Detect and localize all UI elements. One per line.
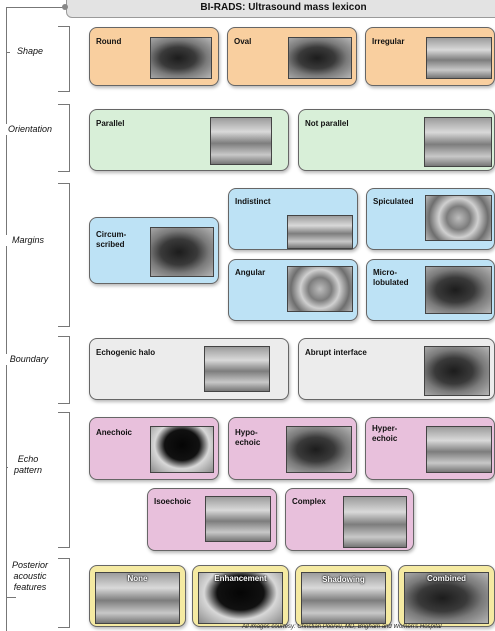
image-credit: All images courtesy: Christian Poorvu, M… (242, 624, 442, 630)
title-dot (62, 4, 68, 10)
orientation-not-parallel-image (424, 117, 492, 167)
posterior-combined-label: Combined (426, 574, 467, 583)
echo-complex-label: Complex (292, 497, 326, 506)
echo-hypoechoic-image (286, 426, 352, 473)
boundary-abrupt-interface-card: Abrupt interface (298, 338, 495, 400)
posterior-combined-card: Combined (398, 565, 495, 627)
margins-spiculated-label: Spiculated (373, 197, 414, 206)
echo-bracket (58, 412, 70, 548)
echo-hyperechoic-label-1: Hyper- (372, 424, 398, 433)
boundary-echogenic-halo-image (204, 346, 270, 392)
boundary-echogenic-halo-card: Echogenic halo (89, 338, 289, 400)
posterior-shadowing-label: Shadowing (322, 575, 365, 584)
boundary-abrupt-interface-label: Abrupt interface (305, 348, 367, 357)
margins-microlobulated-card: Micro- lobulated (366, 259, 495, 321)
section-label-margins: Margins (6, 235, 50, 246)
orientation-parallel-label: Parallel (96, 119, 125, 128)
margins-microlobulated-label-1: Micro- (373, 268, 397, 277)
orientation-not-parallel-card: Not parallel (298, 109, 495, 171)
shape-irregular-label: Irregular (372, 37, 405, 46)
section-label-boundary: Boundary (6, 354, 52, 365)
echo-anechoic-label: Anechoic (96, 428, 133, 437)
shape-round-label: Round (96, 37, 122, 46)
posterior-none-card: None (89, 565, 186, 627)
shape-round-image (150, 37, 212, 79)
shape-oval-card: Oval (227, 27, 357, 86)
echo-anechoic-image (150, 426, 214, 473)
boundary-abrupt-interface-image (424, 346, 490, 396)
echo-hyperechoic-label-2: echoic (372, 434, 398, 443)
posterior-bracket (58, 558, 70, 628)
margins-indistinct-label: Indistinct (235, 197, 271, 206)
section-label-echo: Echo (10, 454, 46, 465)
margins-circumscribed-image (150, 227, 214, 277)
orientation-bracket (58, 104, 70, 172)
shape-irregular-image (426, 37, 492, 79)
orientation-parallel-card: Parallel (89, 109, 289, 171)
echo-anechoic-card: Anechoic (89, 417, 219, 480)
echo-hyperechoic-card: Hyper- echoic (365, 417, 495, 480)
section-label-posterior: Posterior (8, 560, 52, 571)
margins-indistinct-image (287, 215, 353, 249)
diagram-title: BI-RADS: Ultrasound mass lexicon (66, 0, 495, 18)
boundary-bracket (58, 336, 70, 404)
boundary-echogenic-halo-label: Echogenic halo (96, 348, 156, 357)
title-connector (6, 7, 66, 8)
footer-clip: All images courtesy: Christian Poorvu, M… (0, 624, 495, 631)
shape-irregular-card: Irregular (365, 27, 495, 86)
posterior-branch (6, 597, 16, 598)
echo-hypoechoic-card: Hypo- echoic (228, 417, 357, 480)
echo-hyperechoic-image (426, 426, 492, 473)
posterior-enhancement-label: Enhancement (214, 574, 267, 583)
margins-spiculated-image (425, 195, 492, 241)
margins-microlobulated-image (425, 266, 492, 314)
shape-round-card: Round (89, 27, 219, 86)
margins-angular-card: Angular (228, 259, 358, 321)
posterior-enhancement-card: Enhancement (192, 565, 289, 627)
margins-angular-label: Angular (235, 268, 266, 277)
section-label-pattern: pattern (8, 465, 48, 476)
margins-angular-image (287, 266, 353, 312)
echo-isoechoic-card: Isoechoic (147, 488, 277, 551)
posterior-enhancement-image (198, 572, 283, 624)
margins-circumscribed-label-1: Circum- (96, 230, 127, 239)
section-label-shape: Shape (10, 46, 50, 57)
echo-complex-card: Complex (285, 488, 414, 551)
margins-indistinct-card: Indistinct (228, 188, 358, 250)
margins-microlobulated-label-2: lobulated (373, 278, 409, 287)
margins-circumscribed-label-2: scribed (96, 240, 125, 249)
posterior-none-label: None (127, 574, 148, 583)
echo-isoechoic-label: Isoechoic (154, 497, 191, 506)
orientation-parallel-image (210, 117, 272, 165)
shape-oval-image (288, 37, 352, 79)
shape-oval-label: Oval (234, 37, 252, 46)
orientation-not-parallel-label: Not parallel (305, 119, 349, 128)
posterior-shadowing-card: Shadowing (295, 565, 392, 627)
section-label-orientation: Orientation (4, 124, 56, 135)
section-label-features: features (8, 582, 52, 593)
posterior-combined-image (404, 572, 489, 624)
echo-hypoechoic-label-1: Hypo- (235, 428, 258, 437)
shape-bracket (58, 26, 70, 92)
section-label-acoustic: acoustic (8, 571, 52, 582)
posterior-shadowing-image (301, 572, 386, 624)
margins-circumscribed-card: Circum- scribed (89, 217, 219, 284)
echo-complex-image (343, 496, 407, 548)
tree-spine (6, 8, 7, 631)
margins-spiculated-card: Spiculated (366, 188, 495, 250)
posterior-none-image (95, 572, 180, 624)
echo-isoechoic-image (205, 496, 271, 542)
margins-bracket (58, 183, 70, 327)
echo-hypoechoic-label-2: echoic (235, 438, 261, 447)
